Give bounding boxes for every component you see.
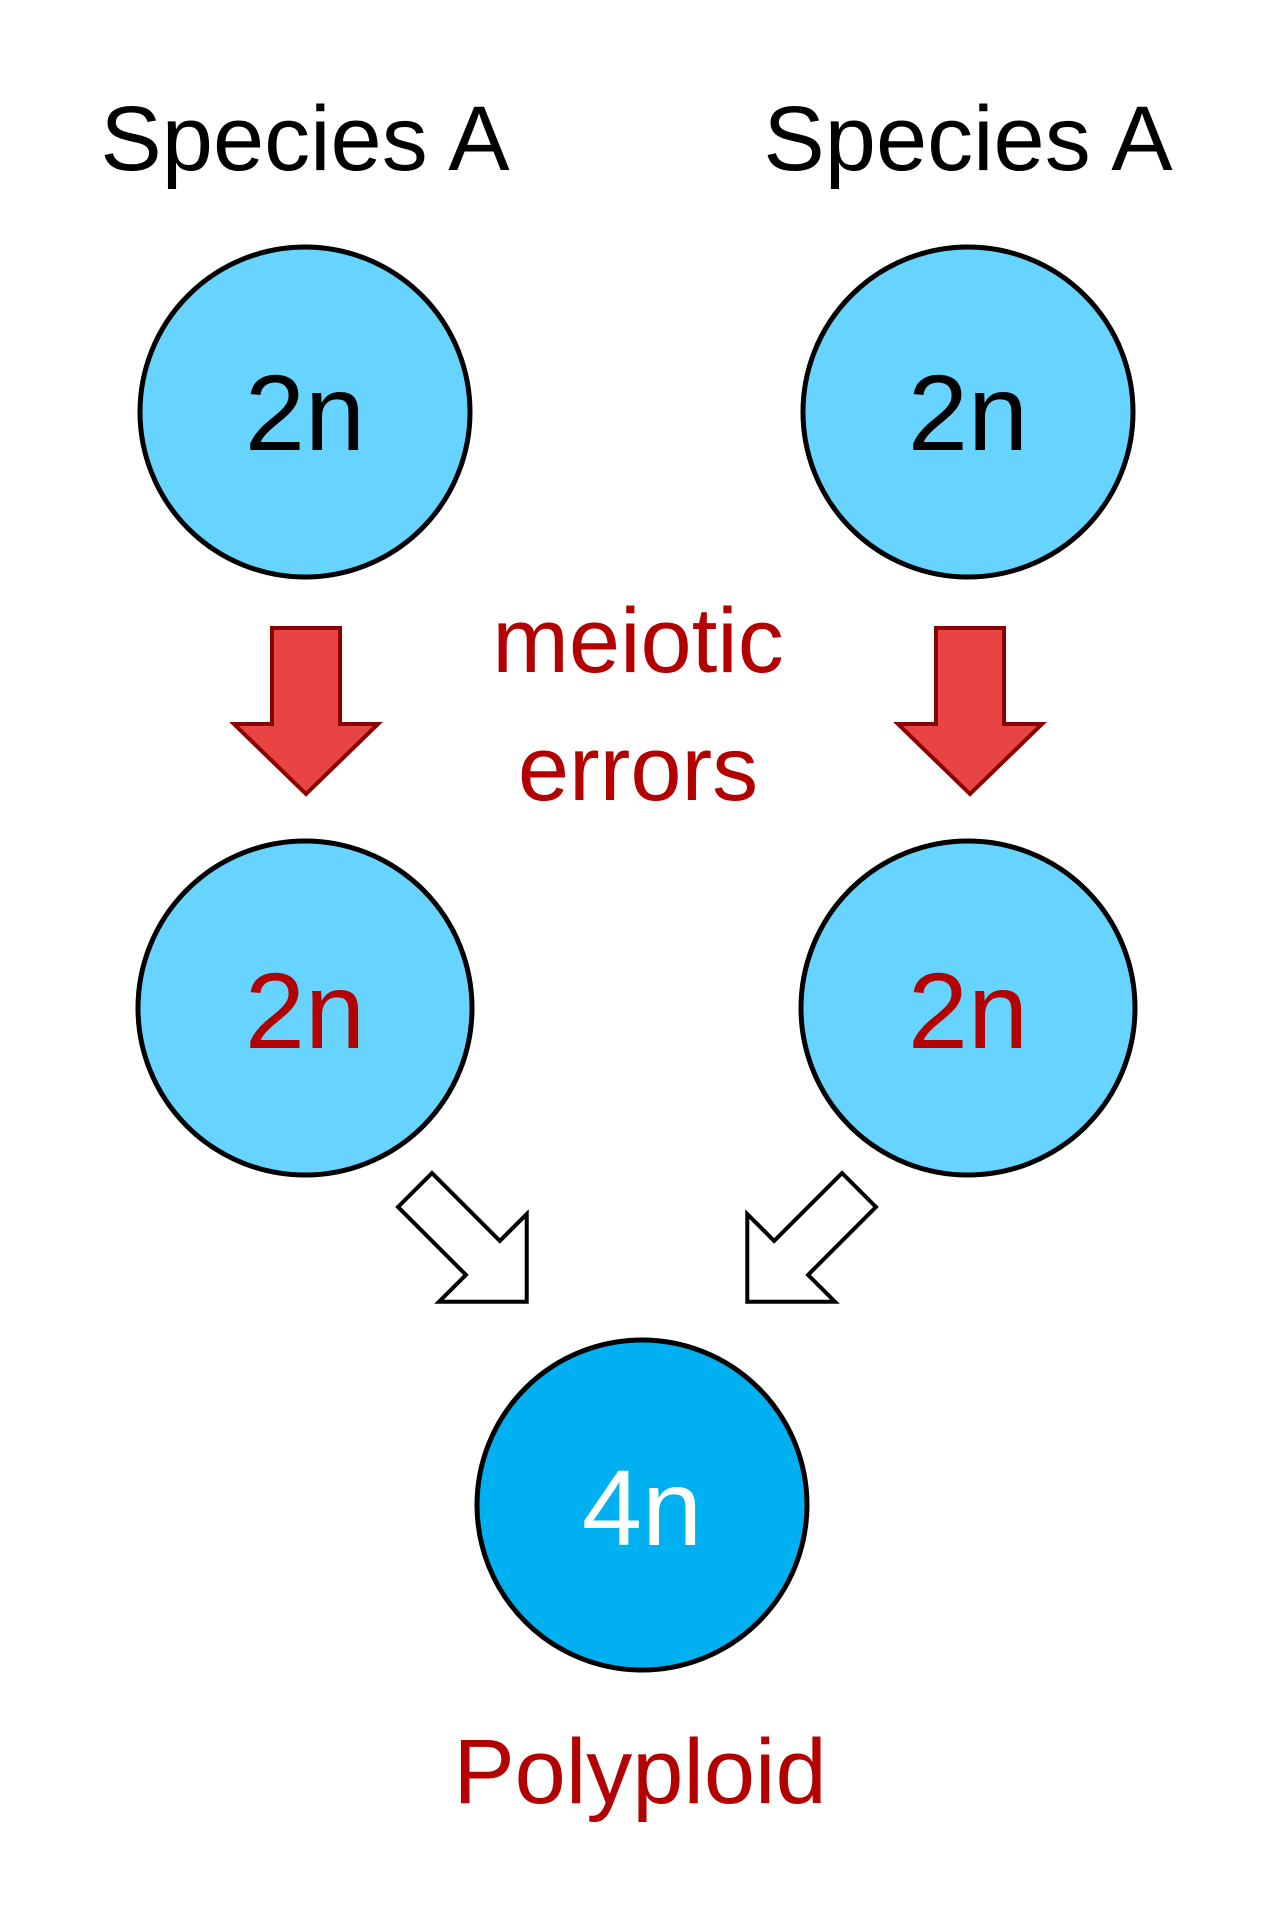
parent-cell-right-circle (800, 244, 1136, 580)
gamete-cell-right: 2n (798, 838, 1138, 1178)
parent-cell-right-ploidy: 2n (908, 352, 1028, 473)
offspring-label: Polyploid (453, 1721, 826, 1823)
gamete-cell-right-ploidy: 2n (908, 950, 1028, 1071)
species-right-title: Species A (763, 88, 1173, 190)
parent-cell-left: 2n (137, 244, 473, 580)
gamete-cell-right-circle (798, 838, 1138, 1178)
gamete-cell-left: 2n (135, 838, 475, 1178)
offspring-cell-circle (474, 1337, 810, 1673)
fusion-arrow-right (745, 1170, 879, 1304)
parent-cell-right: 2n (800, 244, 1136, 580)
parent-cell-left-circle (137, 244, 473, 580)
meiosis-arrow-left (229, 626, 383, 797)
process-label-line1: meiotic (492, 590, 783, 692)
gamete-cell-left-circle (135, 838, 475, 1178)
offspring-cell-ploidy: 4n (582, 1447, 702, 1568)
gamete-cell-left-ploidy: 2n (245, 950, 365, 1071)
process-label-line2: errors (518, 718, 758, 820)
offspring-cell: 4n (474, 1337, 810, 1673)
species-left-title: Species A (100, 88, 510, 190)
parent-cell-left-ploidy: 2n (245, 352, 365, 473)
meiosis-arrow-right (893, 626, 1047, 797)
fusion-arrow-left (395, 1170, 529, 1304)
